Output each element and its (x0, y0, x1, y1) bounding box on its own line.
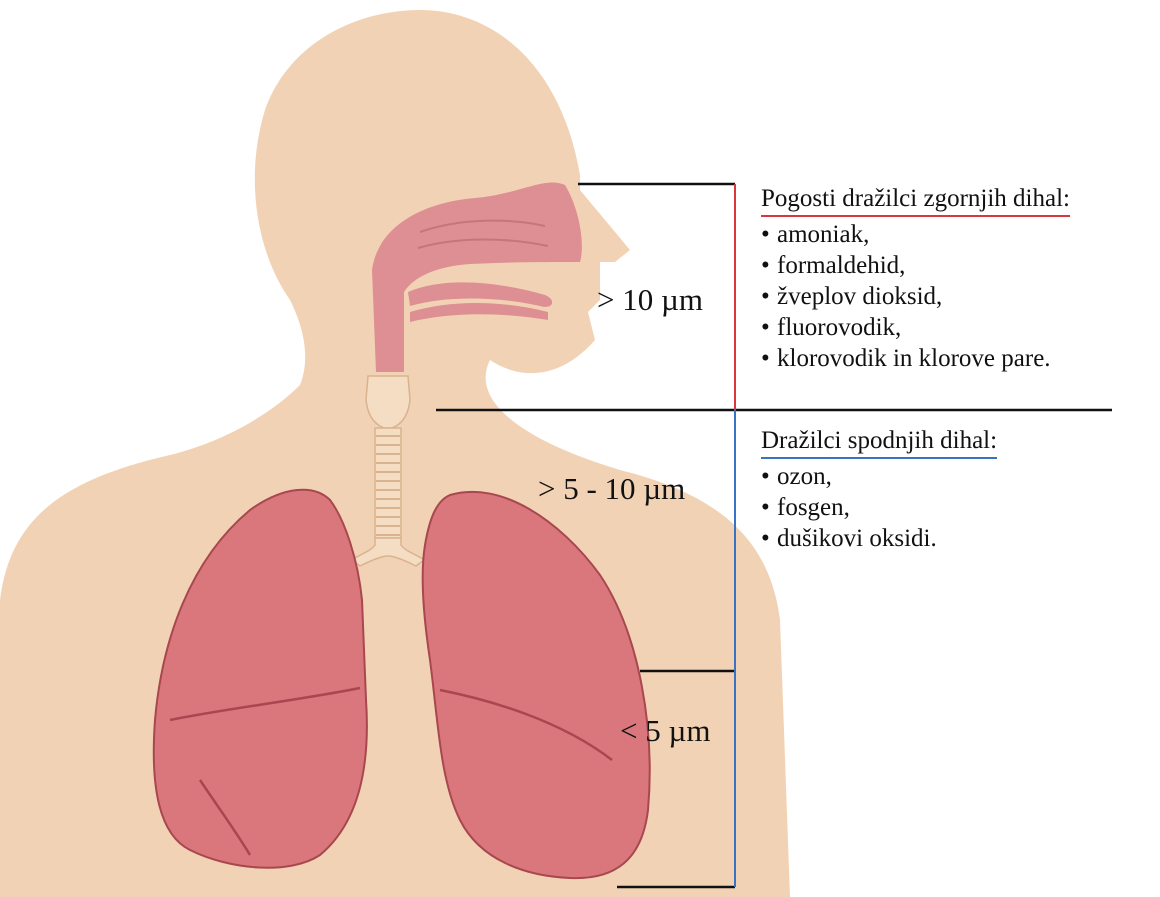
list-item-text: fluorovodik, (777, 314, 901, 341)
list-item: •ozon, (761, 461, 997, 492)
list-item: •fluorovodik, (761, 312, 1070, 343)
list-item-text: žveplov dioksid, (777, 283, 942, 310)
list-item-text: fosgen, (777, 494, 850, 521)
lower-airway-irritants-panel: Dražilci spodnjih dihal: •ozon, •fosgen,… (761, 426, 997, 554)
list-item: •žveplov dioksid, (761, 281, 1070, 312)
list-item-text: klorovodik in klorove pare. (777, 345, 1051, 372)
list-item-text: formaldehid, (777, 252, 905, 279)
list-item: •fosgen, (761, 492, 997, 523)
middle-particle-size-label: > 5 - 10 µm (538, 471, 685, 507)
upper-particle-size-label: > 10 µm (597, 282, 703, 318)
upper-airway-irritants-heading: Pogosti dražilci zgornjih dihal: (761, 184, 1070, 217)
larynx (366, 376, 410, 428)
list-item: •formaldehid, (761, 250, 1070, 281)
list-item: •dušikovi oksidi. (761, 523, 997, 554)
list-item: •klorovodik in klorove pare. (761, 343, 1070, 374)
list-item: •amoniak, (761, 219, 1070, 250)
upper-airway-irritants-panel: Pogosti dražilci zgornjih dihal: •amonia… (761, 184, 1070, 374)
lower-particle-size-label: < 5 µm (620, 713, 710, 749)
list-item-text: amoniak, (777, 221, 869, 248)
lower-airway-irritants-list: •ozon, •fosgen, •dušikovi oksidi. (761, 461, 997, 554)
lower-airway-irritants-heading: Dražilci spodnjih dihal: (761, 426, 997, 459)
list-item-text: ozon, (777, 463, 832, 490)
list-item-text: dušikovi oksidi. (777, 525, 937, 552)
upper-airway-irritants-list: •amoniak, •formaldehid, •žveplov dioksid… (761, 219, 1070, 374)
